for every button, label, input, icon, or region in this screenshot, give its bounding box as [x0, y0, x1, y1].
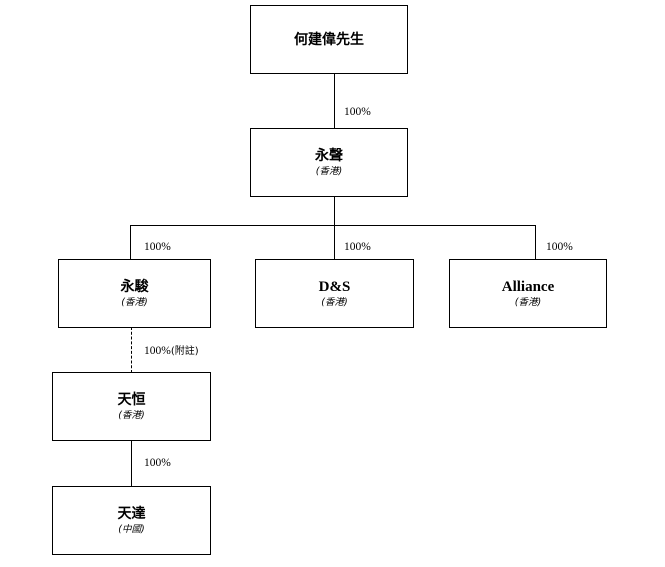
entity-location: (香港)	[315, 166, 343, 177]
entity-box-ho-kin-wai: 何建偉先生	[250, 5, 408, 74]
connector-wing-shing-down	[334, 196, 335, 226]
dashed-connector-wing-jun-to-tin-hang	[131, 327, 132, 373]
ownership-label-wing-jun: 100%	[144, 241, 171, 253]
connector-to-wing-jun	[130, 225, 131, 260]
entity-location: (香港)	[514, 297, 542, 308]
ownership-label-owner-wing-shing: 100%	[344, 106, 371, 118]
entity-name: 天恒	[117, 392, 146, 408]
entity-name: 何建偉先生	[294, 31, 364, 48]
entity-location: (中國)	[118, 524, 145, 535]
entity-location: (香港)	[321, 297, 348, 308]
ownership-label-alliance: 100%	[546, 241, 573, 253]
connector-tin-hang-to-tin-tat	[131, 440, 132, 487]
entity-box-wing-jun: 永駿 (香港)	[58, 259, 211, 328]
entity-name: 天達	[117, 506, 146, 522]
ownership-percent-tin-hang: 100%	[144, 345, 171, 357]
entity-box-tin-tat: 天達 (中國)	[52, 486, 211, 555]
entity-location: (香港)	[118, 410, 145, 421]
entity-location: (香港)	[121, 297, 148, 308]
ownership-label-ds: 100%	[344, 241, 371, 253]
entity-name: Alliance	[501, 279, 555, 295]
connector-horizontal-bar	[130, 225, 536, 226]
entity-box-ds: D&S (香港)	[255, 259, 414, 328]
ownership-note: (附註)	[170, 346, 199, 357]
connector-to-ds	[334, 225, 335, 260]
entity-box-tin-hang: 天恒 (香港)	[52, 372, 211, 441]
connector-owner-to-wing-shing	[334, 73, 335, 129]
entity-box-alliance: Alliance (香港)	[449, 259, 607, 328]
entity-box-wing-shing: 永聲 (香港)	[250, 128, 408, 197]
entity-name: 永聲	[315, 148, 343, 164]
entity-name: 永駿	[120, 279, 149, 295]
ownership-label-tin-hang: 100%(附註)	[144, 345, 199, 358]
ownership-label-tin-tat: 100%	[144, 457, 171, 469]
entity-name: D&S	[318, 279, 351, 295]
connector-to-alliance	[535, 225, 536, 260]
